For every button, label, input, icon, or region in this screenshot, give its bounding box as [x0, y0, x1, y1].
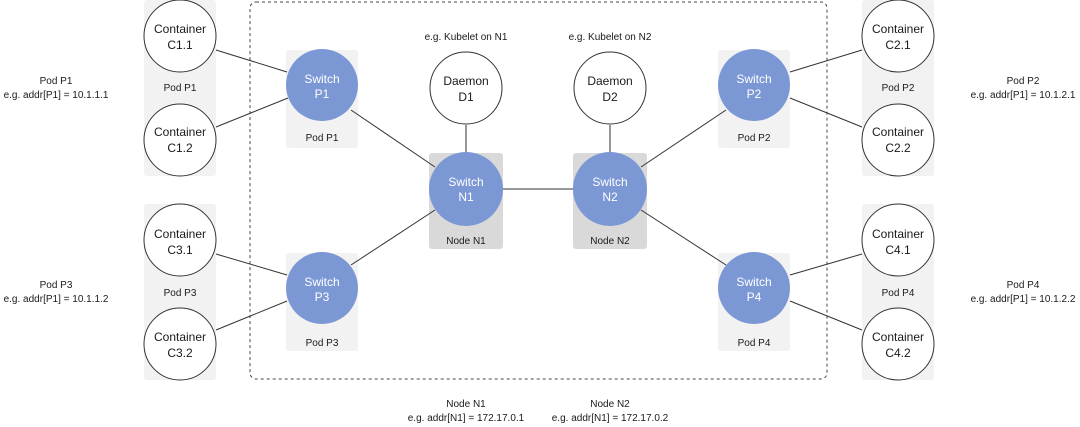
node-address-n2: Node N2 e.g. addr[N1] = 172.17.0.2	[552, 399, 669, 424]
link-c41-p4	[789, 253, 863, 276]
pod-address-p2: Pod P2 e.g. addr[P1] = 10.1.2.1	[971, 76, 1076, 101]
switch-p4: Switch P4	[718, 252, 790, 324]
link-p3-n1	[350, 209, 436, 266]
svg-text:P4: P4	[747, 290, 762, 304]
pod-label-p1-outer: Pod P1	[164, 83, 197, 94]
svg-text:e.g. addr[N1] = 172.17.0.2: e.g. addr[N1] = 172.17.0.2	[552, 413, 669, 424]
pod-label-p4-inner: Pod P4	[738, 338, 771, 349]
pod-label-p1-inner: Pod P1	[306, 133, 339, 144]
svg-text:Switch: Switch	[448, 175, 483, 189]
svg-text:Pod P4: Pod P4	[1007, 280, 1040, 291]
link-c22-p2	[789, 97, 863, 128]
svg-text:C1.2: C1.2	[167, 141, 193, 155]
svg-text:P2: P2	[747, 87, 762, 101]
link-c11-p1	[215, 49, 288, 73]
host-boundary	[249, 1, 828, 380]
daemon-d1: Daemon D1	[429, 51, 503, 125]
svg-text:Container: Container	[154, 125, 206, 139]
pod-label-p2-inner: Pod P2	[738, 133, 771, 144]
switch-n1: Switch N1	[429, 152, 503, 226]
svg-text:Container: Container	[872, 227, 924, 241]
svg-text:Container: Container	[154, 227, 206, 241]
node-label-n1: Node N1	[446, 236, 486, 247]
svg-text:Container: Container	[872, 22, 924, 36]
pod-label-p2-outer: Pod P2	[882, 83, 915, 94]
svg-text:e.g. addr[P1] = 10.1.2.1: e.g. addr[P1] = 10.1.2.1	[971, 90, 1076, 101]
svg-text:e.g. addr[N1] = 172.17.0.1: e.g. addr[N1] = 172.17.0.1	[408, 413, 525, 424]
svg-text:C4.2: C4.2	[885, 346, 911, 360]
svg-text:Switch: Switch	[304, 275, 339, 289]
svg-text:Container: Container	[872, 330, 924, 344]
svg-text:Switch: Switch	[736, 275, 771, 289]
svg-text:Switch: Switch	[304, 72, 339, 86]
daemon-d2: Daemon D2	[573, 51, 647, 125]
svg-text:C2.1: C2.1	[885, 38, 911, 52]
svg-text:e.g. addr[P1] = 10.1.2.2: e.g. addr[P1] = 10.1.2.2	[971, 294, 1076, 305]
svg-text:Container: Container	[872, 125, 924, 139]
pod-label-p3-outer: Pod P3	[164, 288, 197, 299]
kubelet-label-n2: e.g. Kubelet on N2	[569, 32, 652, 43]
container-c3-2: Container C3.2	[143, 307, 217, 381]
svg-text:e.g. addr[P1] = 10.1.1.2: e.g. addr[P1] = 10.1.1.2	[4, 294, 109, 305]
link-p2-n2	[640, 109, 727, 168]
svg-text:Switch: Switch	[736, 72, 771, 86]
svg-text:P1: P1	[315, 87, 330, 101]
svg-text:Daemon: Daemon	[587, 74, 632, 88]
link-c32-p3	[215, 300, 288, 331]
node-address-n1: Node N1 e.g. addr[N1] = 172.17.0.1	[408, 399, 525, 424]
link-p1-n1	[350, 109, 436, 168]
pod-address-p4: Pod P4 e.g. addr[P1] = 10.1.2.2	[971, 280, 1076, 305]
pod-label-p3-inner: Pod P3	[306, 338, 339, 349]
svg-text:C4.1: C4.1	[885, 243, 911, 257]
container-c1-2: Container C1.2	[143, 103, 217, 177]
svg-text:N1: N1	[458, 190, 474, 204]
svg-text:Pod P2: Pod P2	[1007, 76, 1040, 87]
svg-text:C3.1: C3.1	[167, 243, 193, 257]
svg-text:N2: N2	[602, 190, 618, 204]
container-c4-1: Container C4.1	[861, 203, 935, 277]
svg-text:D1: D1	[458, 90, 474, 104]
svg-text:Pod P3: Pod P3	[40, 280, 73, 291]
svg-text:Container: Container	[154, 330, 206, 344]
svg-text:C1.1: C1.1	[167, 38, 193, 52]
container-c2-1: Container C2.1	[861, 0, 935, 73]
svg-text:Node N1: Node N1	[446, 399, 486, 410]
pod-label-p4-outer: Pod P4	[882, 288, 915, 299]
svg-text:Switch: Switch	[592, 175, 627, 189]
container-c2-2: Container C2.2	[861, 103, 935, 177]
svg-text:e.g. addr[P1] = 10.1.1.1: e.g. addr[P1] = 10.1.1.1	[4, 90, 109, 101]
link-c21-p2	[789, 49, 863, 73]
svg-text:Container: Container	[154, 22, 206, 36]
svg-text:Pod P1: Pod P1	[40, 76, 73, 87]
pod-address-p3: Pod P3 e.g. addr[P1] = 10.1.1.2	[4, 280, 109, 305]
node-label-n2: Node N2	[590, 236, 630, 247]
kubelet-label-n1: e.g. Kubelet on N1	[425, 32, 508, 43]
svg-text:P3: P3	[315, 290, 330, 304]
switch-p2: Switch P2	[718, 49, 790, 121]
container-c1-1: Container C1.1	[143, 0, 217, 73]
link-p4-n2	[640, 209, 727, 266]
link-c31-p3	[215, 253, 288, 276]
svg-text:D2: D2	[602, 90, 618, 104]
switch-p1: Switch P1	[286, 49, 358, 121]
svg-text:Node N2: Node N2	[590, 399, 630, 410]
svg-text:C2.2: C2.2	[885, 141, 911, 155]
svg-text:C3.2: C3.2	[167, 346, 193, 360]
pod-address-p1: Pod P1 e.g. addr[P1] = 10.1.1.1	[4, 76, 109, 101]
links	[215, 49, 863, 331]
switch-n2: Switch N2	[573, 152, 647, 226]
container-c4-2: Container C4.2	[861, 307, 935, 381]
container-c3-1: Container C3.1	[143, 203, 217, 277]
link-c42-p4	[789, 300, 863, 331]
switch-p3: Switch P3	[286, 252, 358, 324]
link-c12-p1	[215, 97, 289, 128]
svg-text:Daemon: Daemon	[443, 74, 488, 88]
